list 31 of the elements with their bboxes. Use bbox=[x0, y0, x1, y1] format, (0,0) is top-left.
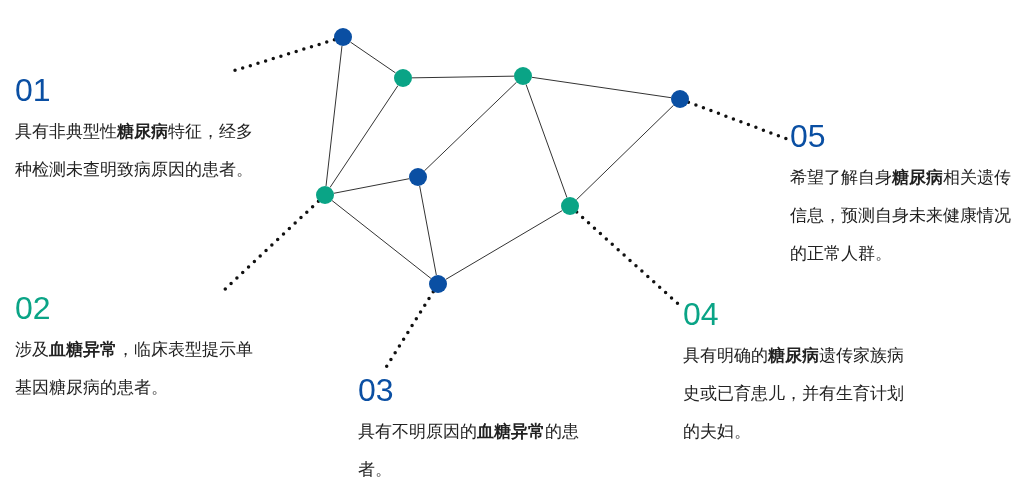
network-dot bbox=[671, 90, 689, 108]
description-text: 具有明确的糖尿病遗传家族病史或已育患儿，并有生育计划的夫妇。 bbox=[683, 344, 905, 443]
item-number: 01 bbox=[15, 72, 51, 108]
connector-line bbox=[575, 104, 675, 201]
connector-line bbox=[445, 210, 563, 280]
leader-line bbox=[222, 199, 321, 292]
item-number: 05 bbox=[790, 118, 826, 154]
connector-line bbox=[531, 76, 672, 99]
network-dot bbox=[409, 168, 427, 186]
item-number: 03 bbox=[358, 372, 394, 408]
network-dot bbox=[334, 28, 352, 46]
description-text: 具有不明原因的血糖异常的患者。 bbox=[358, 420, 580, 481]
connector-line bbox=[331, 200, 432, 279]
item-number: 04 bbox=[683, 296, 719, 332]
network-dot bbox=[429, 275, 447, 293]
connector-line bbox=[329, 85, 399, 188]
network-dot bbox=[394, 69, 412, 87]
connector-line bbox=[525, 83, 568, 199]
description-text: 希望了解自身糖尿病相关遗传信息，预测自身未来健康情况的正常人群。 bbox=[790, 166, 1012, 265]
description-text: 具有非典型性糖尿病特征，经多种检测未查明致病原因的患者。 bbox=[15, 120, 254, 181]
item-number: 02 bbox=[15, 290, 51, 326]
network-dot bbox=[561, 197, 579, 215]
connector-line bbox=[325, 45, 343, 187]
connector-line bbox=[349, 41, 397, 74]
network-dot bbox=[514, 67, 532, 85]
connector-line bbox=[419, 185, 437, 276]
connector-line bbox=[333, 178, 410, 194]
network-dot bbox=[316, 186, 334, 204]
connector-line bbox=[424, 81, 517, 172]
connector-line bbox=[411, 75, 515, 79]
description-text: 涉及血糖异常，临床表型提示单基因糖尿病的患者。 bbox=[15, 338, 254, 399]
